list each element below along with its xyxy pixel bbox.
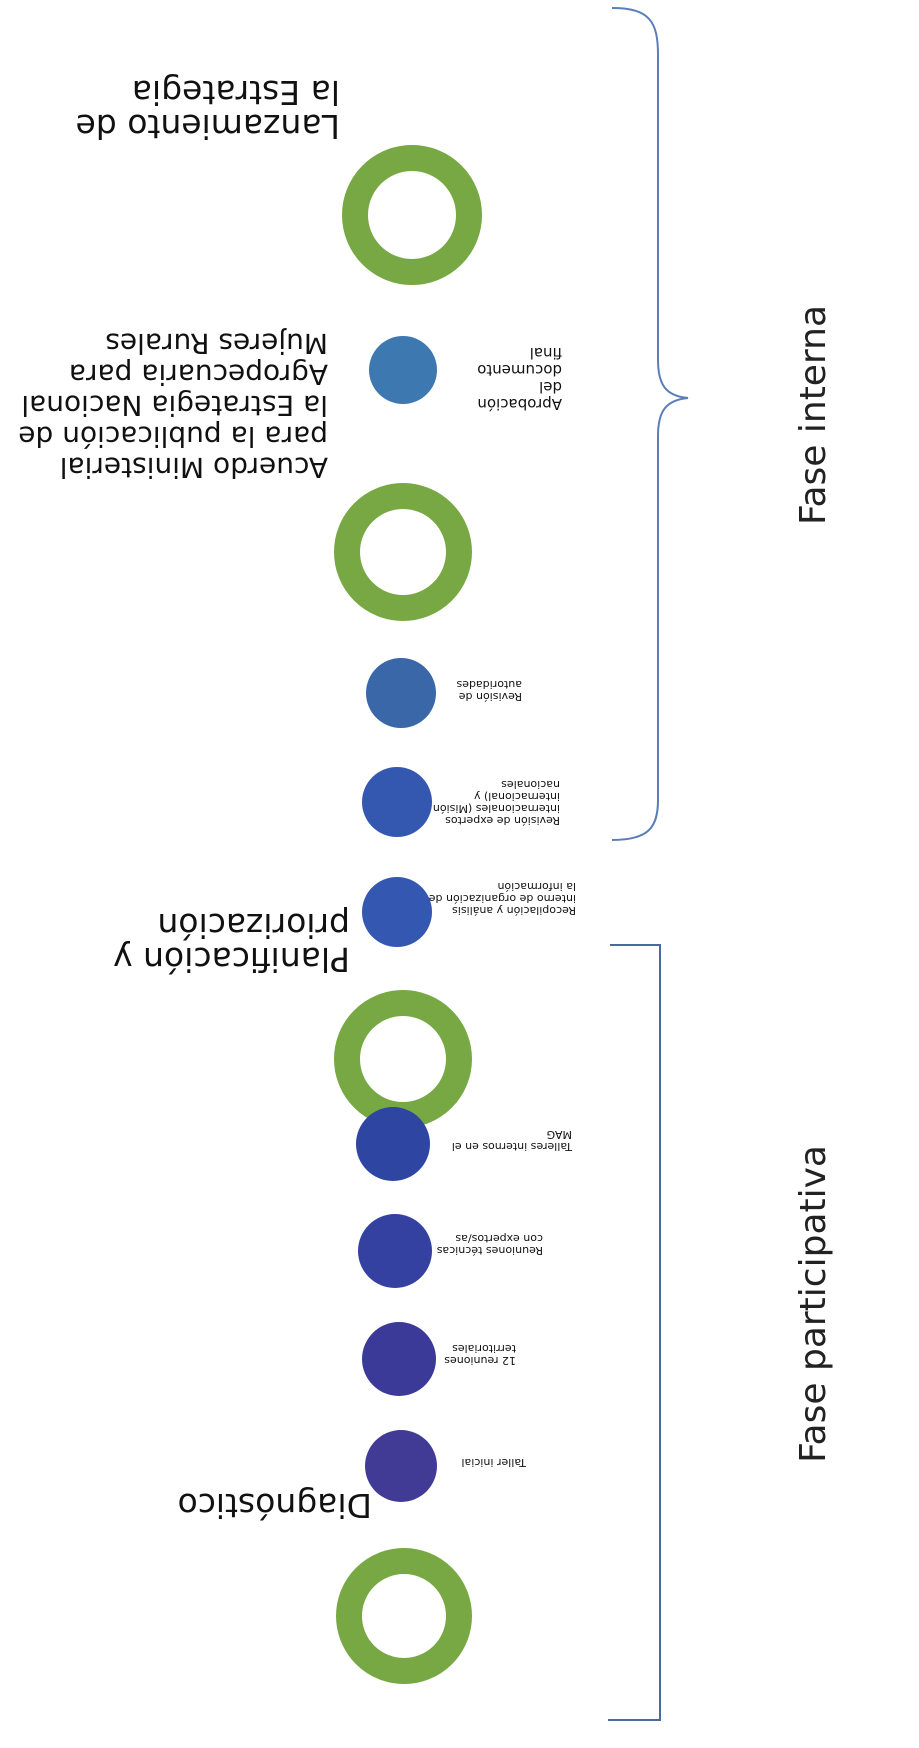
activity-dot-revision-autoridades bbox=[366, 658, 436, 728]
fase-interna-brace bbox=[611, 7, 689, 841]
activity-dot-recopilacion bbox=[362, 877, 432, 947]
phase-label-interna: Fase interna bbox=[793, 305, 834, 525]
activity-dot-reuniones-territoriales bbox=[362, 1322, 436, 1396]
activity-dot-reuniones-tecnicas bbox=[358, 1214, 432, 1288]
phase-label-participativa: Fase participativa bbox=[793, 1145, 834, 1463]
activity-dot-talleres-internos bbox=[356, 1107, 430, 1181]
activity-dot-taller-inicial bbox=[365, 1430, 437, 1502]
fase-participativa-bracket bbox=[608, 944, 661, 1721]
activity-dot-revision-expertos bbox=[362, 767, 432, 837]
activity-dot-aprobacion bbox=[369, 336, 437, 404]
